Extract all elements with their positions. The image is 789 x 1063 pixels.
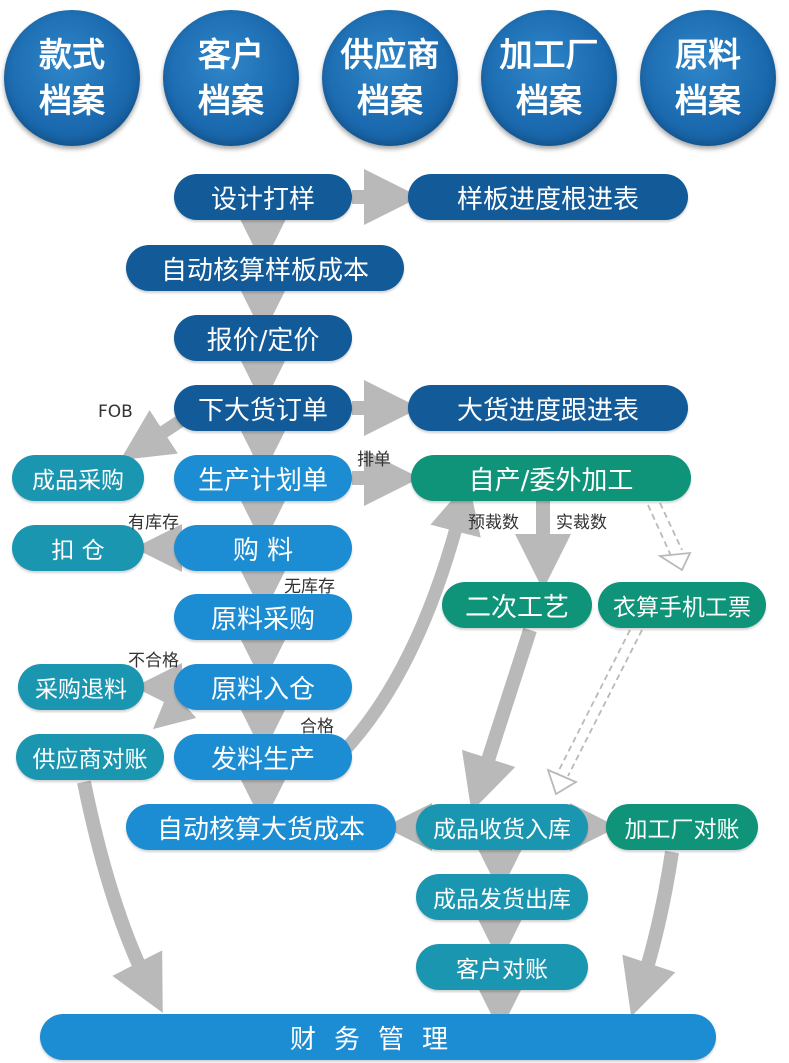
dashed-arrow-self-to-ticket [647, 502, 683, 559]
archive-factory[interactable]: 加工厂 档案 [481, 10, 617, 146]
arrow-issue-to-self [338, 480, 481, 757]
node-production-plan[interactable]: 生产计划单 [174, 455, 352, 501]
arrow-supplier-to-finance [77, 780, 163, 1013]
node-bulk-order[interactable]: 下大货订单 [174, 385, 352, 431]
node-auto-bulk-cost[interactable]: 自动核算大货成本 [126, 804, 396, 850]
node-bulk-progress[interactable]: 大货进度跟进表 [408, 385, 688, 431]
archive-supplier[interactable]: 供应商 档案 [322, 10, 458, 146]
node-issue-production[interactable]: 发料生产 [174, 734, 352, 780]
node-finished-purchase[interactable]: 成品采购 [12, 455, 144, 501]
archive-factory-line1: 加工厂 [499, 35, 599, 74]
arrow-order-to-finished-purchase [120, 410, 189, 461]
archive-style-line1: 款式 [39, 35, 105, 74]
node-purchase-return[interactable]: 采购退料 [18, 664, 144, 710]
node-raw-purchase[interactable]: 原料采购 [174, 594, 352, 640]
node-deduct-stock[interactable]: 扣 仓 [12, 525, 144, 571]
dashed-arrow-ticket-to-inbound [555, 629, 643, 777]
node-auto-sample-cost[interactable]: 自动核算样板成本 [126, 245, 404, 291]
node-finished-outbound[interactable]: 成品发货出库 [416, 874, 588, 920]
label-in-stock: 有库存 [128, 513, 179, 533]
archive-factory-line2: 档案 [516, 81, 582, 120]
node-finished-inbound[interactable]: 成品收货入库 [416, 804, 588, 850]
archive-material-line1: 原料 [675, 35, 741, 74]
node-design-sample[interactable]: 设计打样 [174, 174, 352, 220]
node-mobile-ticket[interactable]: 衣算手机工票 [598, 582, 766, 628]
archive-material-line2: 档案 [675, 81, 741, 120]
label-qualified: 合格 [300, 717, 334, 737]
archive-customer-line1: 客户 [198, 35, 264, 74]
node-sample-progress[interactable]: 样板进度根进表 [408, 174, 688, 220]
archive-customer-line2: 档案 [198, 81, 264, 120]
arrow-factory-to-finance [622, 850, 679, 1017]
arrow-secondary-to-inbound [461, 627, 537, 812]
archive-supplier-line1: 供应商 [340, 35, 440, 74]
label-fob: FOB [98, 402, 133, 422]
archive-style-line2: 档案 [39, 81, 105, 120]
node-secondary-process[interactable]: 二次工艺 [442, 582, 592, 628]
node-finance[interactable]: 财务管理 [40, 1014, 716, 1060]
dashed-arrowhead-inbound [546, 768, 578, 796]
node-customer-reconcile[interactable]: 客户对账 [416, 944, 588, 990]
label-schedule: 排单 [357, 450, 391, 470]
label-pre-cut: 预裁数 [468, 513, 519, 533]
label-no-stock: 无库存 [284, 577, 335, 597]
label-unqualified: 不合格 [128, 651, 179, 671]
node-supplier-reconcile[interactable]: 供应商对账 [16, 734, 164, 780]
archive-supplier-line2: 档案 [357, 81, 423, 120]
label-actual-cut: 实裁数 [556, 513, 607, 533]
dashed-arrowhead-ticket [657, 551, 692, 572]
archive-style[interactable]: 款式 档案 [4, 10, 140, 146]
node-raw-inbound[interactable]: 原料入仓 [174, 664, 352, 710]
archive-customer[interactable]: 客户 档案 [163, 10, 299, 146]
node-quote-pricing[interactable]: 报价/定价 [174, 315, 352, 361]
node-factory-reconcile[interactable]: 加工厂对账 [606, 804, 758, 850]
node-purchase-material[interactable]: 购 料 [174, 525, 352, 571]
archive-material[interactable]: 原料 档案 [640, 10, 776, 146]
node-self-outsourced[interactable]: 自产/委外加工 [411, 455, 691, 501]
